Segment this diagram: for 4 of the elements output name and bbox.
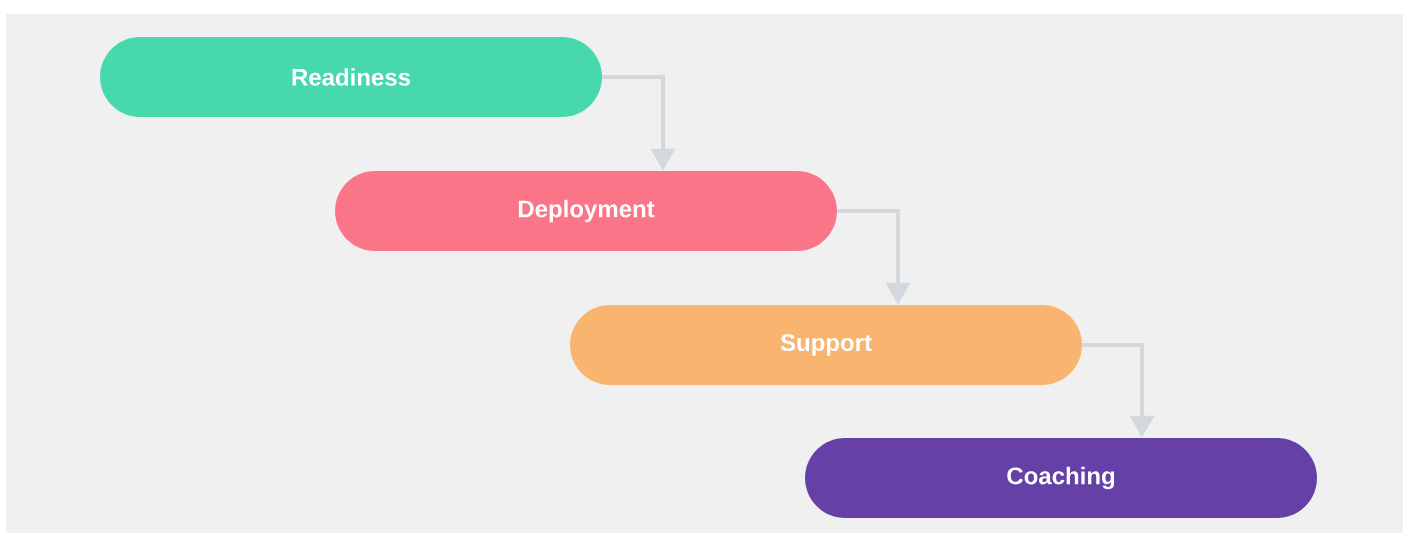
stage-pill: Readiness	[100, 37, 602, 117]
stage-pill: Coaching	[805, 438, 1317, 518]
stage-pill: Deployment	[335, 171, 837, 251]
stage-pill: Support	[570, 305, 1082, 385]
